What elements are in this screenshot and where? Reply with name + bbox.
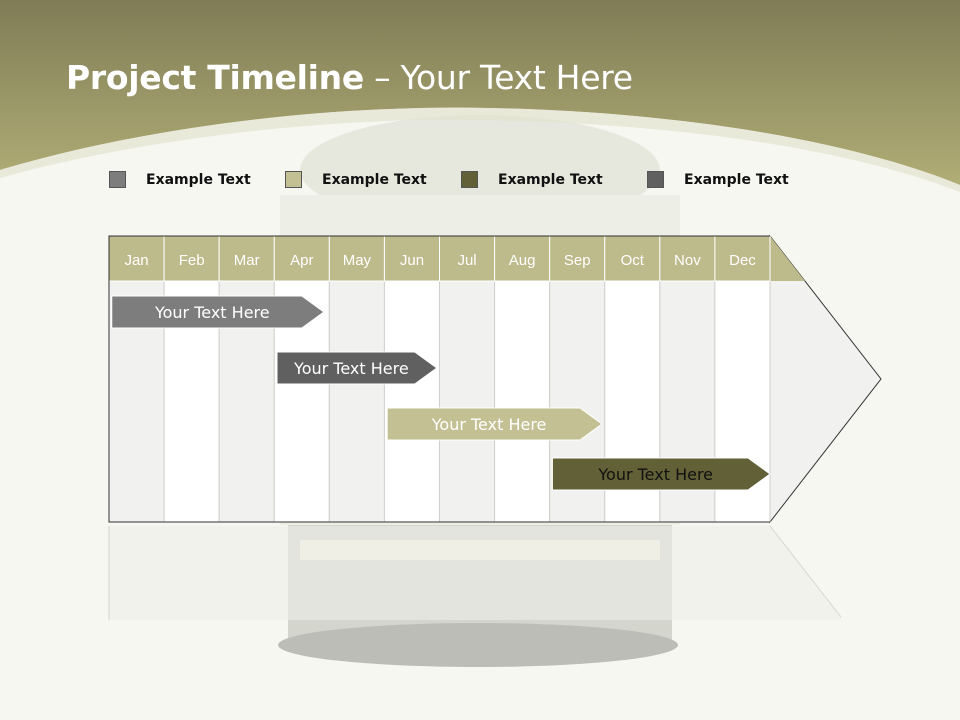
task-bar-label: Your Text Here xyxy=(293,359,409,378)
header-band xyxy=(0,0,960,185)
legend-label: Example Text xyxy=(684,172,789,188)
month-header-cell xyxy=(383,235,440,282)
legend-swatch xyxy=(285,171,302,188)
slide-title-bold: Project Timeline xyxy=(66,58,364,97)
task-bar-label: Your Text Here xyxy=(597,465,713,484)
month-header-cell xyxy=(714,235,771,282)
month-label: May xyxy=(343,252,372,269)
timeline-frame xyxy=(108,235,770,523)
task-bar-label: Your Text Here xyxy=(154,303,270,322)
month-label: Jun xyxy=(400,252,424,269)
legend-label: Example Text xyxy=(498,172,603,188)
month-label: Jan xyxy=(124,252,148,269)
legend-swatch xyxy=(647,171,664,188)
slide-title: Project Timeline – Your Text Here xyxy=(66,58,633,97)
month-column xyxy=(439,280,496,523)
task-bar xyxy=(386,407,603,441)
month-label: Aug xyxy=(509,252,536,269)
month-column xyxy=(328,280,385,523)
month-label: Apr xyxy=(290,252,313,269)
month-column xyxy=(494,280,551,523)
month-label: Feb xyxy=(179,252,205,269)
legend-swatch xyxy=(461,171,478,188)
task-bar xyxy=(551,457,771,491)
month-label: Dec xyxy=(729,252,756,269)
timeline-reflection xyxy=(109,526,841,620)
task-bar-label: Your Text Here xyxy=(431,415,547,434)
legend-label: Example Text xyxy=(146,172,251,188)
month-label: Sep xyxy=(564,252,591,269)
reflection-edge xyxy=(769,525,842,618)
month-header-cell xyxy=(439,235,496,282)
month-label: Oct xyxy=(621,252,645,269)
month-header-cell xyxy=(218,235,275,282)
month-column xyxy=(383,280,440,523)
legend-swatch xyxy=(109,171,126,188)
month-header-cell xyxy=(273,235,330,282)
month-label: Nov xyxy=(674,252,701,269)
task-bar xyxy=(276,351,438,385)
legend-label: Example Text xyxy=(322,172,427,188)
month-label: Jul xyxy=(457,252,476,269)
month-header-cell xyxy=(604,235,661,282)
month-header-cell xyxy=(328,235,385,282)
slide-title-rest: – Your Text Here xyxy=(363,58,633,97)
arrow-head-band xyxy=(770,236,805,281)
month-label: Mar xyxy=(234,252,260,269)
month-header-cell xyxy=(163,235,220,282)
task-bar xyxy=(111,295,325,329)
month-header-cell xyxy=(659,235,716,282)
